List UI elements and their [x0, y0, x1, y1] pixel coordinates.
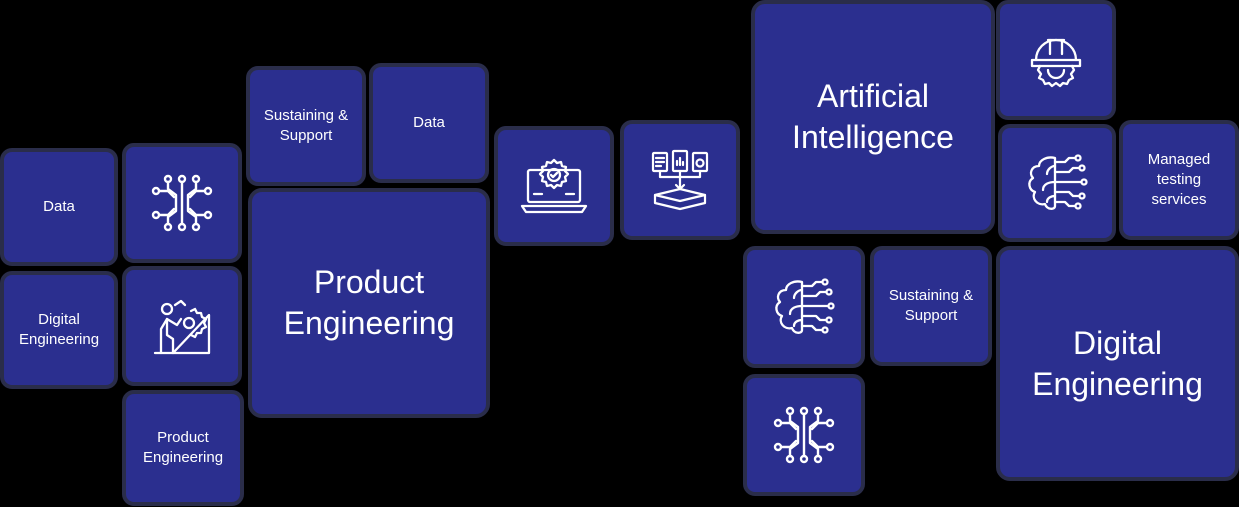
brain-circuit-icon — [1025, 154, 1089, 212]
tile-brain-circuit-mid[interactable] — [743, 246, 865, 368]
tile-label: Data — [413, 114, 445, 131]
tile-sustaining-support-left[interactable]: Sustaining & Support — [246, 66, 366, 186]
tile-data-left[interactable]: Data — [0, 148, 118, 266]
tile-label: Product Engineering — [142, 429, 224, 466]
tile-product-engineering-small[interactable]: Product Engineering — [122, 390, 244, 506]
tile-laptop-check[interactable] — [494, 126, 614, 246]
tile-brain-circuit-right[interactable] — [998, 124, 1116, 242]
tile-circuit-bottom[interactable] — [743, 374, 865, 496]
tile-label: Product Engineering — [283, 264, 455, 341]
tile-artificial-intelligence[interactable]: Artificial Intelligence — [751, 0, 995, 234]
tile-documents-platform[interactable] — [620, 120, 740, 240]
tile-label: Managed testing services — [1147, 151, 1211, 208]
brain-circuit-icon — [772, 278, 836, 336]
tile-label: Sustaining & Support — [888, 287, 974, 324]
tile-product-engineering-big[interactable]: Product Engineering — [248, 188, 490, 418]
tile-label: Digital Engineering — [1032, 324, 1203, 402]
tile-data-top[interactable]: Data — [369, 63, 489, 183]
tile-hard-hat[interactable] — [996, 0, 1116, 120]
tile-label: Digital Engineering — [18, 311, 100, 348]
tile-circuit-left[interactable] — [122, 143, 242, 263]
tile-digital-engineering-left[interactable]: Digital Engineering — [0, 271, 118, 389]
documents-to-platform-icon — [649, 149, 711, 211]
tile-label: Sustaining & Support — [263, 107, 349, 144]
laptop-checkmark-gear-icon — [520, 158, 588, 214]
tile-managed-testing[interactable]: Managed testing services — [1119, 120, 1239, 240]
circuit-icon — [772, 403, 836, 467]
tile-label: Artificial Intelligence — [792, 78, 954, 155]
circuit-icon — [150, 171, 214, 235]
engineer-gear-icon — [151, 295, 213, 357]
hard-hat-gear-icon — [1026, 30, 1086, 90]
tile-engineer-gear[interactable] — [122, 266, 242, 386]
tile-sustaining-support-right[interactable]: Sustaining & Support — [870, 246, 992, 366]
tile-label: Data — [43, 198, 75, 215]
tile-digital-engineering-big[interactable]: Digital Engineering — [996, 246, 1239, 481]
